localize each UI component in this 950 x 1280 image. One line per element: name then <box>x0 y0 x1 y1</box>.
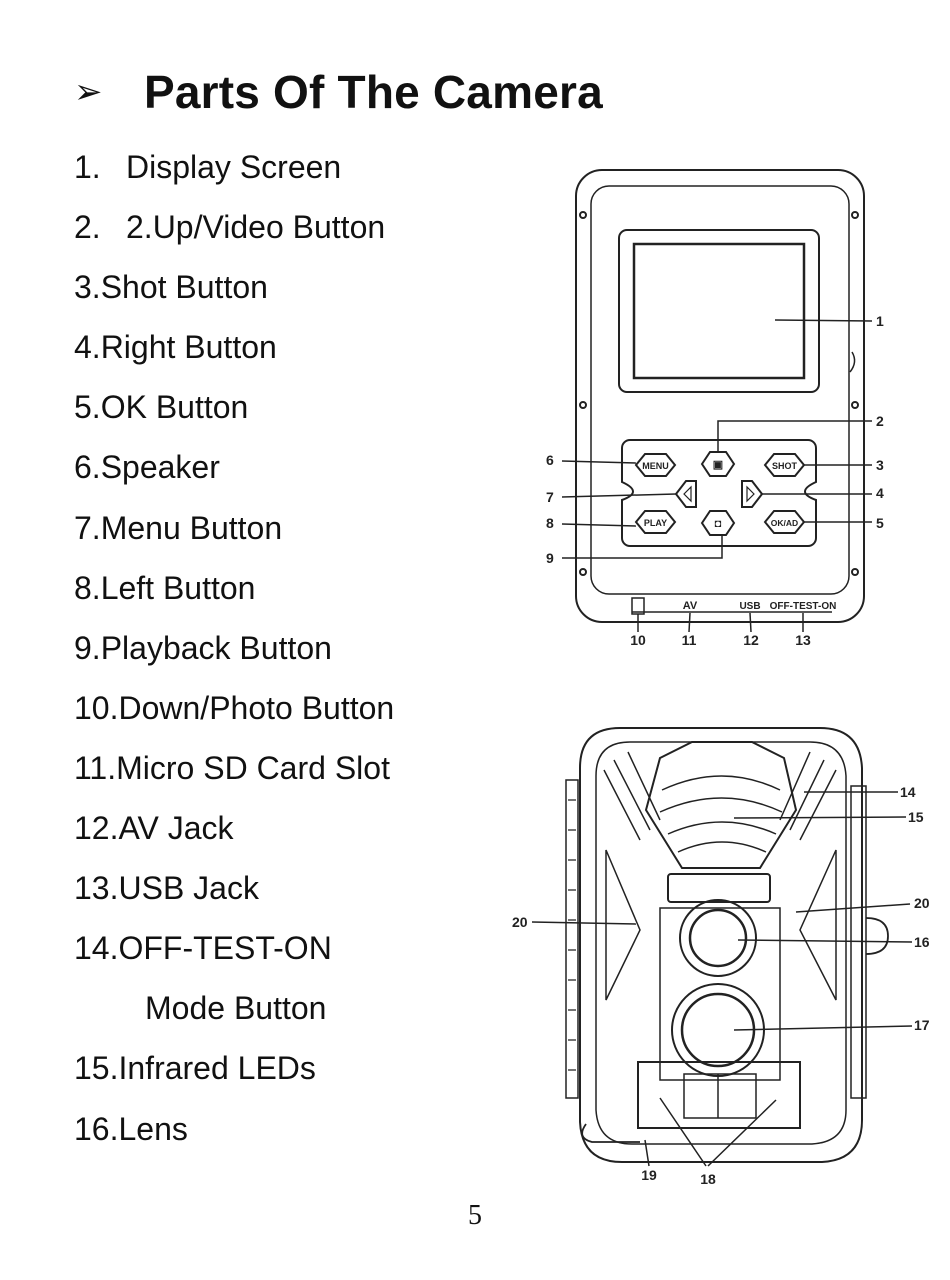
list-item: 15.Infrared LEDs <box>74 1050 316 1087</box>
down-photo-button <box>700 510 736 536</box>
parts-list: 1.Display Screen 2.2.Up/Video Button 3.S… <box>74 140 394 1162</box>
menu-button <box>634 453 677 477</box>
menu-button-label: MENU <box>642 461 669 471</box>
play-button <box>634 510 677 534</box>
list-item-continuation: Mode Button <box>145 990 327 1027</box>
page-title: Parts Of The Camera <box>144 66 603 118</box>
callout-2: 2 <box>876 413 884 429</box>
list-item: 6.Speaker <box>74 449 220 486</box>
list-item: 12.AV Jack <box>74 810 234 847</box>
rear-housing-outline <box>575 169 865 623</box>
arrowhead-bullet-icon: ➢ <box>74 73 103 111</box>
left-button <box>674 480 697 508</box>
usb-port-label: USB <box>739 601 760 612</box>
list-item: 8.Left Button <box>74 569 256 606</box>
list-item: 2.2.Up/Video Button <box>74 209 386 246</box>
page-number: 5 <box>468 1200 482 1231</box>
button-pad <box>621 439 817 547</box>
list-item: 5.OK Button <box>74 389 249 426</box>
camera-rear-diagram: MENU SHOT PLAY OK/AD ▣ ◘ AV USB OFF-TEST… <box>546 169 884 648</box>
callout-20-left: 20 <box>512 914 528 930</box>
callout-19: 19 <box>641 1167 657 1183</box>
callout-5: 5 <box>876 515 884 531</box>
switch-port-label: OFF-TEST-ON <box>770 601 837 612</box>
list-item: 13.USB Jack <box>74 870 259 907</box>
front-housing-outline <box>579 727 863 1163</box>
callout-15: 15 <box>908 809 924 825</box>
callout-10: 10 <box>630 632 646 648</box>
up-video-button <box>700 451 736 477</box>
callout-8: 8 <box>546 515 554 531</box>
display-frame <box>618 229 820 393</box>
ok-button-label: OK/AD <box>771 518 798 528</box>
camera-front-diagram: 14 15 20 16 17 20 18 19 <box>512 727 930 1187</box>
lens <box>688 908 748 968</box>
list-item: 14.OFF-TEST-ON <box>74 930 332 967</box>
callout-12: 12 <box>743 632 759 648</box>
list-item: 11.Micro SD Card Slot <box>74 749 390 786</box>
callout-18: 18 <box>700 1171 716 1187</box>
list-item: 9.Playback Button <box>74 629 332 666</box>
callout-13: 13 <box>795 632 811 648</box>
infrared-led-array <box>644 741 798 869</box>
rear-housing-inner <box>590 185 850 595</box>
callout-3: 3 <box>876 457 884 473</box>
callout-11: 11 <box>682 632 697 648</box>
list-item: 10.Down/Photo Button <box>74 689 395 726</box>
lens-outer <box>679 899 757 977</box>
list-item: 1.Display Screen <box>74 149 342 185</box>
list-item: 3.Shot Button <box>74 269 268 306</box>
callout-4: 4 <box>876 485 884 501</box>
callout-6: 6 <box>546 452 554 468</box>
av-port-label: AV <box>683 600 698 612</box>
callout-16: 16 <box>914 934 930 950</box>
display-screen <box>632 242 806 380</box>
callout-20-right: 20 <box>914 895 930 911</box>
list-item: 16.Lens <box>74 1110 188 1147</box>
shot-button-label: SHOT <box>772 461 798 471</box>
list-item: 7.Menu Button <box>74 509 283 546</box>
section-heading: ➢ Parts Of The Camera <box>74 62 603 122</box>
play-button-label: PLAY <box>644 518 667 528</box>
video-icon: ▣ <box>713 459 723 471</box>
callout-17: 17 <box>914 1017 930 1033</box>
light-sensor-window <box>667 873 771 903</box>
callout-7: 7 <box>546 489 554 505</box>
callout-9: 9 <box>546 550 554 566</box>
callout-1: 1 <box>876 313 884 329</box>
photo-icon: ◘ <box>715 518 722 530</box>
list-item: 4.Right Button <box>74 329 277 366</box>
side-pir-windows <box>637 1061 801 1129</box>
callout-14: 14 <box>900 784 916 800</box>
right-button <box>741 480 764 508</box>
